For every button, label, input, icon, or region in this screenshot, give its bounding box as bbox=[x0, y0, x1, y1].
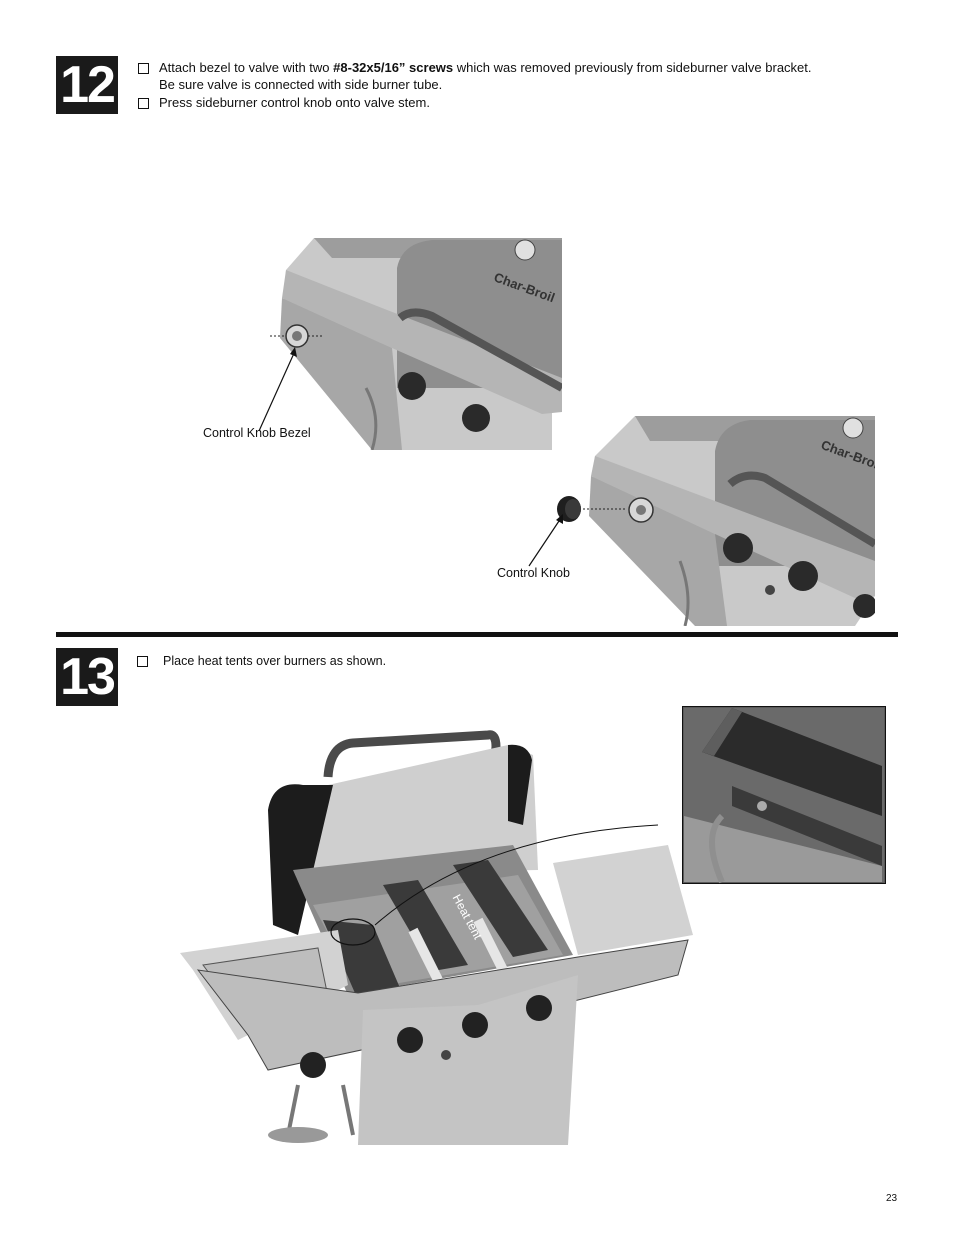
instruction-1-text-a: Attach bezel to valve with two bbox=[159, 60, 334, 75]
knob-install-illustration: Char-Broil bbox=[555, 416, 875, 626]
section-divider bbox=[56, 632, 898, 637]
step-12-number: 12 bbox=[56, 56, 118, 114]
control-knob-bezel-label: Control Knob Bezel bbox=[203, 426, 311, 440]
screw-spec: #8-32x5/16” screws bbox=[333, 60, 454, 75]
step-13-checkbox[interactable] bbox=[137, 656, 148, 667]
page-number: 23 bbox=[886, 1193, 898, 1204]
step-13-number: 13 bbox=[56, 648, 118, 706]
knob-callout-line bbox=[528, 514, 563, 567]
step-13-instruction: Place heat tents over burners as shown. bbox=[163, 654, 387, 668]
bezel-install-illustration: Char-Broil bbox=[262, 238, 562, 450]
heat-tent-illustration bbox=[178, 725, 698, 1145]
heat-tent-detail-inset bbox=[682, 706, 886, 884]
bezel-callout-line bbox=[258, 347, 297, 432]
step-12-instruction-1-cont: Be sure valve is connected with side bur… bbox=[159, 77, 443, 92]
step-12-checkbox-2[interactable] bbox=[138, 98, 149, 109]
control-knob-label: Control Knob bbox=[497, 566, 570, 580]
step-12-instruction-1: Attach bezel to valve with two #8-32x5/1… bbox=[159, 59, 859, 76]
instruction-1-text-b: which was removed previously from sidebu… bbox=[453, 60, 812, 75]
step-12-instruction-2: Press sideburner control knob onto valve… bbox=[159, 95, 430, 110]
step-12-checkbox-1[interactable] bbox=[138, 63, 149, 74]
